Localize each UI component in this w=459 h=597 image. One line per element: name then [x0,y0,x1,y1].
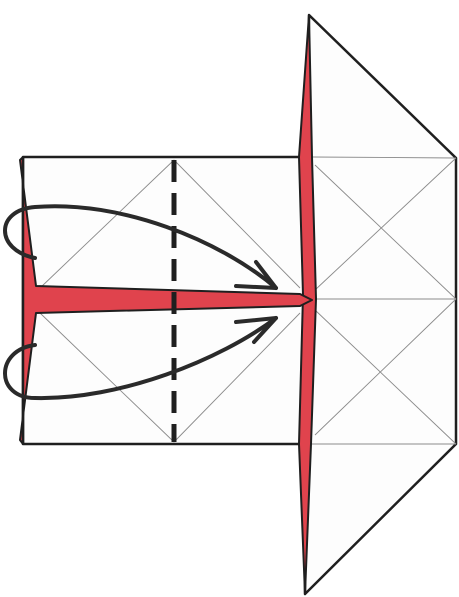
right-panel-creases [311,156,457,445]
left-square-creases [39,159,301,443]
top-fold-arrowhead [234,260,278,290]
bottom-fold-arrow [3,316,278,401]
top-fold-arrow [3,204,278,290]
right-diamond-panel [303,13,458,596]
bottom-fold-arrowhead [234,316,278,344]
fold-arrows [3,204,278,401]
center-spine-color-flap [298,14,317,595]
